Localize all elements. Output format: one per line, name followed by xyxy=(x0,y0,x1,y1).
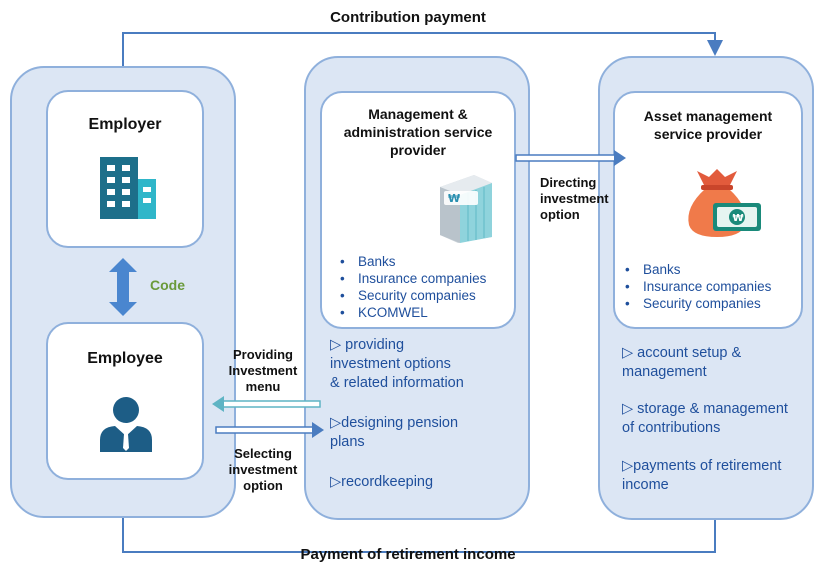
employer-title: Employer xyxy=(88,116,162,133)
contribution-payment-label: Contribution payment xyxy=(330,9,486,26)
list-item: Insurance companies xyxy=(332,270,516,287)
asset-service-2: ▷ storage & management of contributions xyxy=(622,401,788,436)
list-item: Insurance companies xyxy=(617,278,805,295)
list-item: Security companies xyxy=(332,287,516,304)
won-building-icon: ₩ xyxy=(440,175,492,243)
employee-title: Employee xyxy=(87,350,163,367)
admin-service-1: ▷ providing investment options & related… xyxy=(330,337,464,391)
building-icon xyxy=(100,157,156,219)
asset-provider-card: Asset management service provider ₩ Bank… xyxy=(613,91,803,329)
providing-menu-label: Providing Investment menu xyxy=(228,347,298,394)
svg-text:₩: ₩ xyxy=(448,192,460,205)
retirement-income-label: Payment of retirement income xyxy=(300,546,516,563)
selecting-option-label: Selecting investment option xyxy=(228,446,298,493)
asset-provider-list: Banks Insurance companies Security compa… xyxy=(617,261,805,312)
asset-service-3: ▷payments of retirement income xyxy=(622,458,782,493)
code-double-arrow xyxy=(109,258,137,316)
list-item: KCOMWEL xyxy=(332,304,516,321)
asset-service-1: ▷ account setup & management xyxy=(622,345,742,380)
employee-card: Employee xyxy=(46,322,204,480)
admin-provider-title: Management & administration service prov… xyxy=(343,106,493,158)
asset-provider-title: Asset management service provider xyxy=(643,108,773,142)
admin-service-2: ▷designing pension plans xyxy=(330,415,459,450)
directing-option-label: Directing investment option xyxy=(540,175,609,222)
person-icon xyxy=(100,397,152,452)
admin-provider-list: Banks Insurance companies Security compa… xyxy=(332,253,516,321)
list-item: Banks xyxy=(332,253,516,270)
list-item: Security companies xyxy=(617,295,805,312)
contribution-payment-line xyxy=(122,32,723,66)
admin-provider-card: Management & administration service prov… xyxy=(320,91,516,329)
money-bag-icon: ₩ xyxy=(688,169,761,237)
admin-service-3: ▷recordkeeping xyxy=(330,474,434,490)
code-label: Code xyxy=(150,277,185,293)
employer-card: Employer xyxy=(46,90,204,248)
list-item: Banks xyxy=(617,261,805,278)
svg-text:₩: ₩ xyxy=(733,213,744,224)
